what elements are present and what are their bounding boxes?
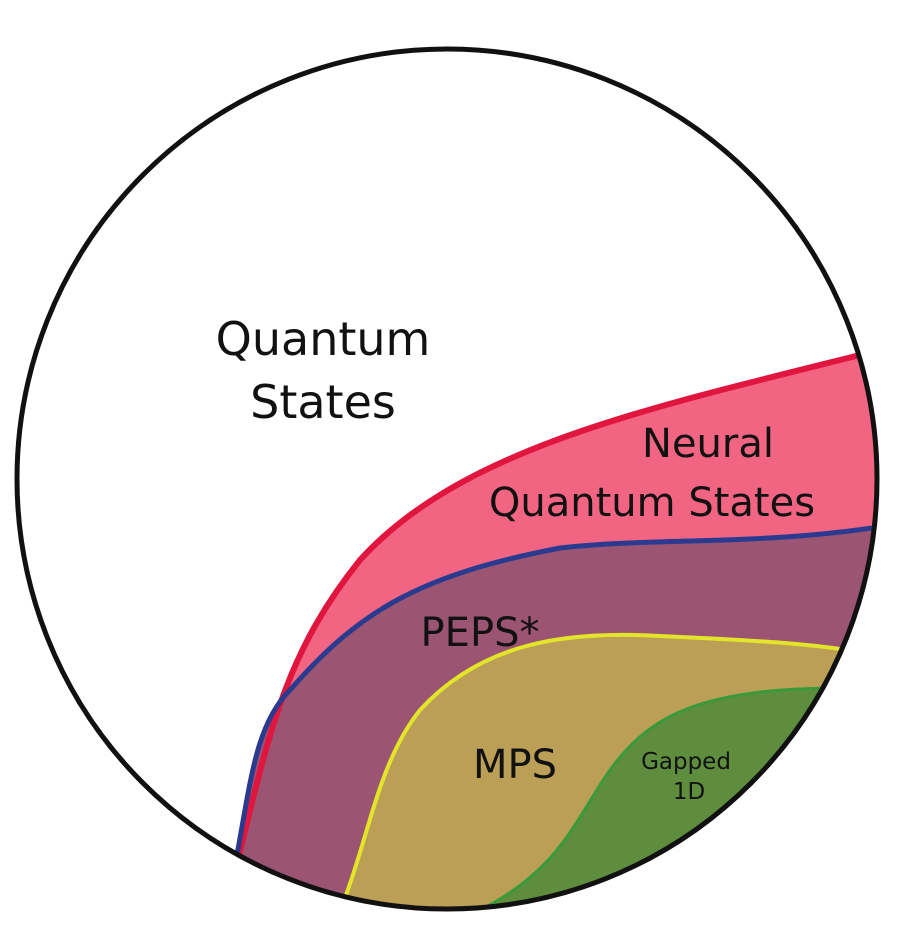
gapped-1d-label-line2: 1D <box>673 779 705 805</box>
neural-quantum-states-label-line2: Quantum States <box>489 480 815 526</box>
gapped-1d-border <box>479 686 877 909</box>
peps-label: PEPS* <box>421 610 540 656</box>
neural-quantum-states-border <box>225 337 877 901</box>
gapped-1d-label-line1: Gapped <box>641 749 731 775</box>
quantum-states-label-line1: Quantum <box>216 312 431 366</box>
quantum-states-border <box>14 46 880 912</box>
mps-label: MPS <box>473 742 557 788</box>
quantum-states-label-line2: States <box>250 375 396 429</box>
mps-border <box>344 632 877 896</box>
peps-border <box>225 509 877 901</box>
neural-quantum-states-label-line1: Neural <box>642 421 774 467</box>
